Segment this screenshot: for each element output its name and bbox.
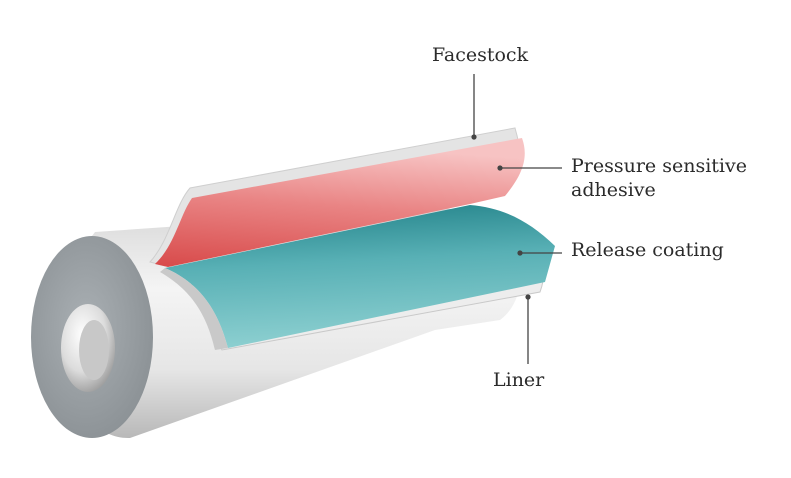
release-coating-shadow bbox=[160, 268, 228, 350]
adhesive-label-line-1: Pressure sensitive bbox=[571, 155, 747, 177]
adhesive-layer bbox=[155, 138, 525, 267]
adhesive-label-line-2: adhesive bbox=[571, 178, 656, 201]
release-coating-label: Release coating bbox=[571, 239, 724, 261]
facestock-label: Facestock bbox=[432, 44, 529, 66]
liner-label: Liner bbox=[493, 369, 545, 391]
adhesive-leader-dot bbox=[497, 165, 503, 171]
leader-lines bbox=[471, 74, 562, 364]
liner-leader-dot bbox=[525, 294, 531, 300]
facestock-leader-dot bbox=[471, 134, 477, 140]
pressure-sensitive-adhesive-label: Pressure sensitive adhesive bbox=[571, 155, 747, 203]
roll-core-inner bbox=[79, 320, 109, 380]
release-leader-dot bbox=[517, 250, 523, 256]
release-coating-layer bbox=[165, 205, 555, 348]
